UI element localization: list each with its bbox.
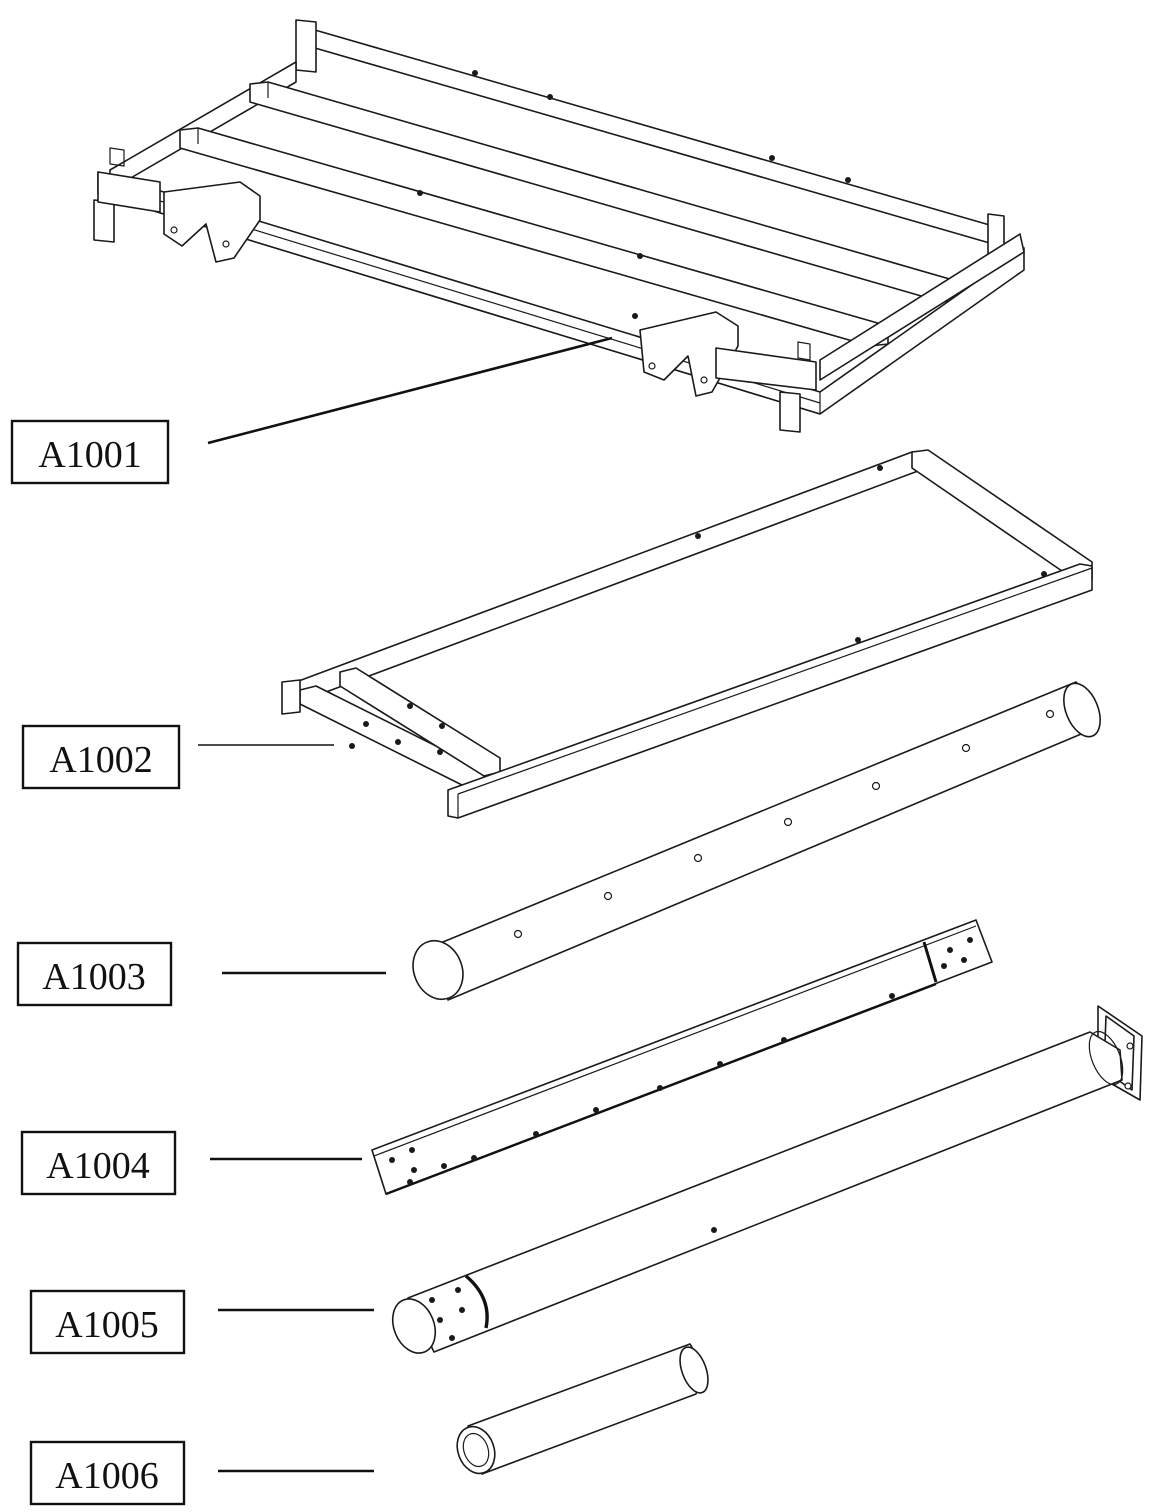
leader-line-a1001 <box>207 336 613 445</box>
label-box-a1002 <box>21 724 181 790</box>
label-text-a1004: A1004 <box>46 1145 149 1187</box>
part-a1001-drawing <box>93 19 1025 433</box>
label-box-a1006 <box>29 1440 186 1506</box>
label-text-a1001: A1001 <box>38 434 141 476</box>
label-a1003: A1003 <box>16 941 173 1007</box>
label-a1001: A1001 <box>10 419 170 485</box>
label-box-a1001 <box>10 419 170 485</box>
label-text-a1005: A1005 <box>55 1304 158 1346</box>
label-text-a1006: A1006 <box>55 1455 158 1497</box>
label-text-a1003: A1003 <box>42 956 145 998</box>
part-a1004-drawing <box>371 919 993 1196</box>
part-a1006-drawing <box>456 1343 709 1475</box>
part-a1003-drawing <box>412 681 1101 1001</box>
label-box-a1004 <box>20 1130 177 1196</box>
part-a1005-drawing <box>391 1005 1143 1354</box>
part-a1002-drawing <box>281 449 1093 819</box>
label-a1004: A1004 <box>20 1130 177 1196</box>
label-a1006: A1006 <box>29 1440 186 1506</box>
label-a1002: A1002 <box>21 724 181 790</box>
label-text-a1002: A1002 <box>49 739 152 781</box>
label-box-a1005 <box>29 1289 186 1355</box>
label-a1005: A1005 <box>29 1289 186 1355</box>
label-box-a1003 <box>16 941 173 1007</box>
